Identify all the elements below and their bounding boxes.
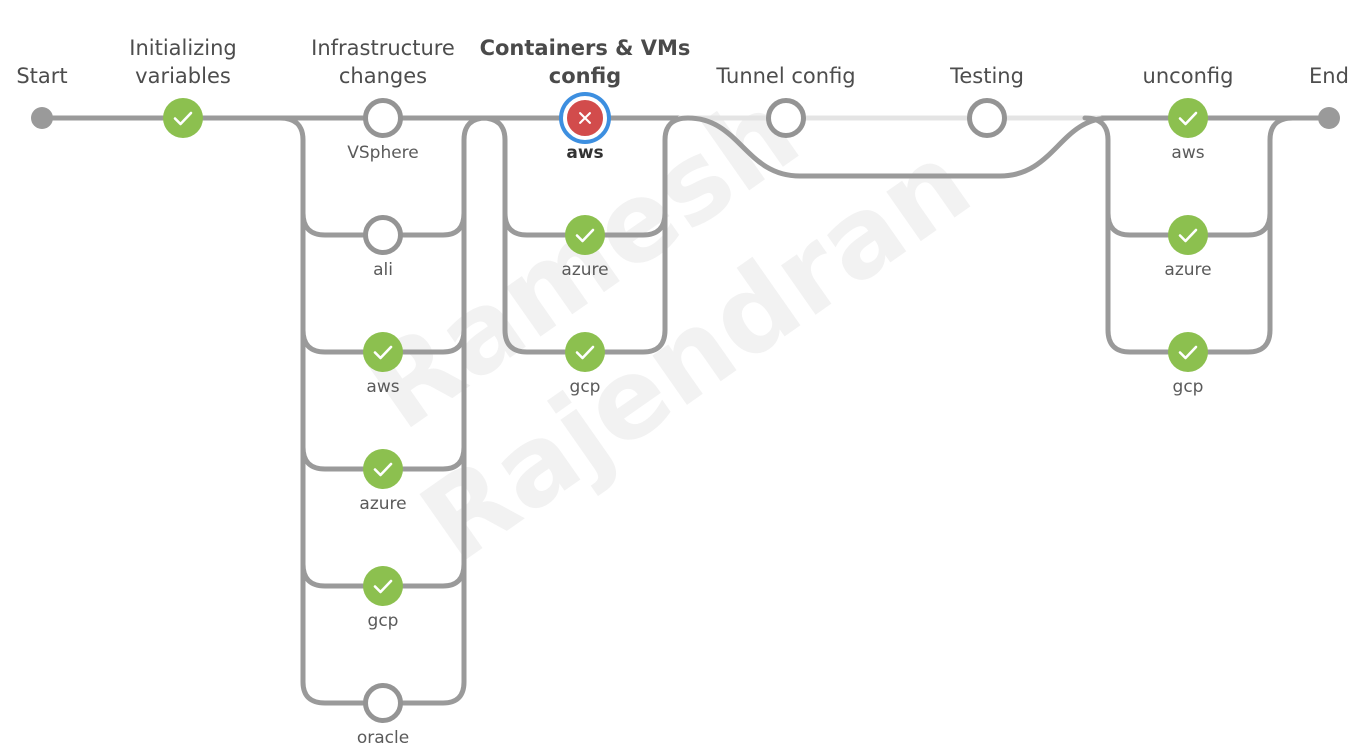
node-label-unconfig-aws[interactable]: aws (1171, 143, 1205, 163)
stage-node-initializing-variables[interactable] (163, 98, 203, 138)
start-label: Start (16, 64, 68, 88)
stage-title-infrastructure-changes[interactable]: Infrastructure changes (311, 34, 455, 90)
stage-node-infrastructure-changes-ali[interactable] (363, 215, 403, 255)
stage-title-line: Containers & VMs (479, 36, 691, 60)
check-icon (173, 111, 193, 126)
stage-title-tunnel-config[interactable]: Tunnel config (716, 62, 855, 90)
connector-bypass (685, 115, 1113, 179)
node-label-unconfig-gcp[interactable]: gcp (1172, 377, 1204, 397)
node-label-infrastructure-changes-gcp[interactable]: gcp (367, 611, 399, 631)
stage-title-line: Initializing (129, 36, 237, 60)
node-label-infrastructure-changes-oracle[interactable]: oracle (356, 728, 410, 748)
stage-title-line: Tunnel config (716, 64, 856, 88)
stage-title-line: unconfig (1142, 64, 1234, 88)
node-label-infrastructure-changes-aws[interactable]: aws (366, 377, 400, 397)
end-node (1318, 107, 1340, 129)
stage-node-containers-and-vms-config-azure[interactable] (565, 215, 605, 255)
stage-title-containers-and-vms-config[interactable]: Containers & VMs config (480, 34, 691, 90)
start-node (31, 107, 53, 129)
stage-title-testing[interactable]: Testing (950, 62, 1024, 90)
stage-node-infrastructure-changes-oracle[interactable] (363, 683, 403, 723)
node-label-infrastructure-changes-vsphere[interactable]: VSphere (347, 143, 419, 163)
stage-title-line: config (548, 64, 622, 88)
node-label-infrastructure-changes-azure[interactable]: azure (359, 494, 407, 514)
stage-title-initializing-variables[interactable]: Initializing variables (129, 34, 236, 90)
check-icon (373, 462, 393, 477)
stage-node-infrastructure-changes-gcp[interactable] (363, 566, 403, 606)
stage-title-line: Testing (950, 64, 1024, 88)
stage-title-line: changes (338, 64, 428, 88)
check-icon (1178, 111, 1198, 126)
stage-node-tunnel-config[interactable] (766, 98, 806, 138)
stage-node-containers-and-vms-config-aws[interactable] (563, 96, 607, 140)
check-icon (1178, 345, 1198, 360)
stage-node-infrastructure-changes-vsphere[interactable] (363, 98, 403, 138)
stage-node-infrastructure-changes-aws[interactable] (363, 332, 403, 372)
connectors (39, 115, 1332, 706)
check-icon (1178, 228, 1198, 243)
node-label-containers-and-vms-config-azure[interactable]: azure (561, 260, 609, 280)
cross-icon (579, 112, 591, 124)
check-icon (373, 579, 393, 594)
stage-node-containers-and-vms-config-gcp[interactable] (565, 332, 605, 372)
stage-node-unconfig-gcp[interactable] (1168, 332, 1208, 372)
stage-title-unconfig[interactable]: unconfig (1143, 62, 1234, 90)
check-icon (575, 345, 595, 360)
node-label-containers-and-vms-config-gcp[interactable]: gcp (569, 377, 601, 397)
stage-node-unconfig-aws[interactable] (1168, 98, 1208, 138)
node-label-unconfig-azure[interactable]: azure (1164, 260, 1212, 280)
end-label: End (1309, 64, 1349, 88)
stage-node-testing[interactable] (967, 98, 1007, 138)
stage-node-infrastructure-changes-azure[interactable] (363, 449, 403, 489)
stage-title-line: variables (135, 64, 231, 88)
check-icon (373, 345, 393, 360)
stage-title-line: Infrastructure (311, 36, 455, 60)
check-icon (575, 228, 595, 243)
node-label-containers-and-vms-config-aws[interactable]: aws (566, 143, 604, 163)
stage-node-unconfig-azure[interactable] (1168, 215, 1208, 255)
node-label-infrastructure-changes-ali[interactable]: ali (373, 260, 393, 280)
